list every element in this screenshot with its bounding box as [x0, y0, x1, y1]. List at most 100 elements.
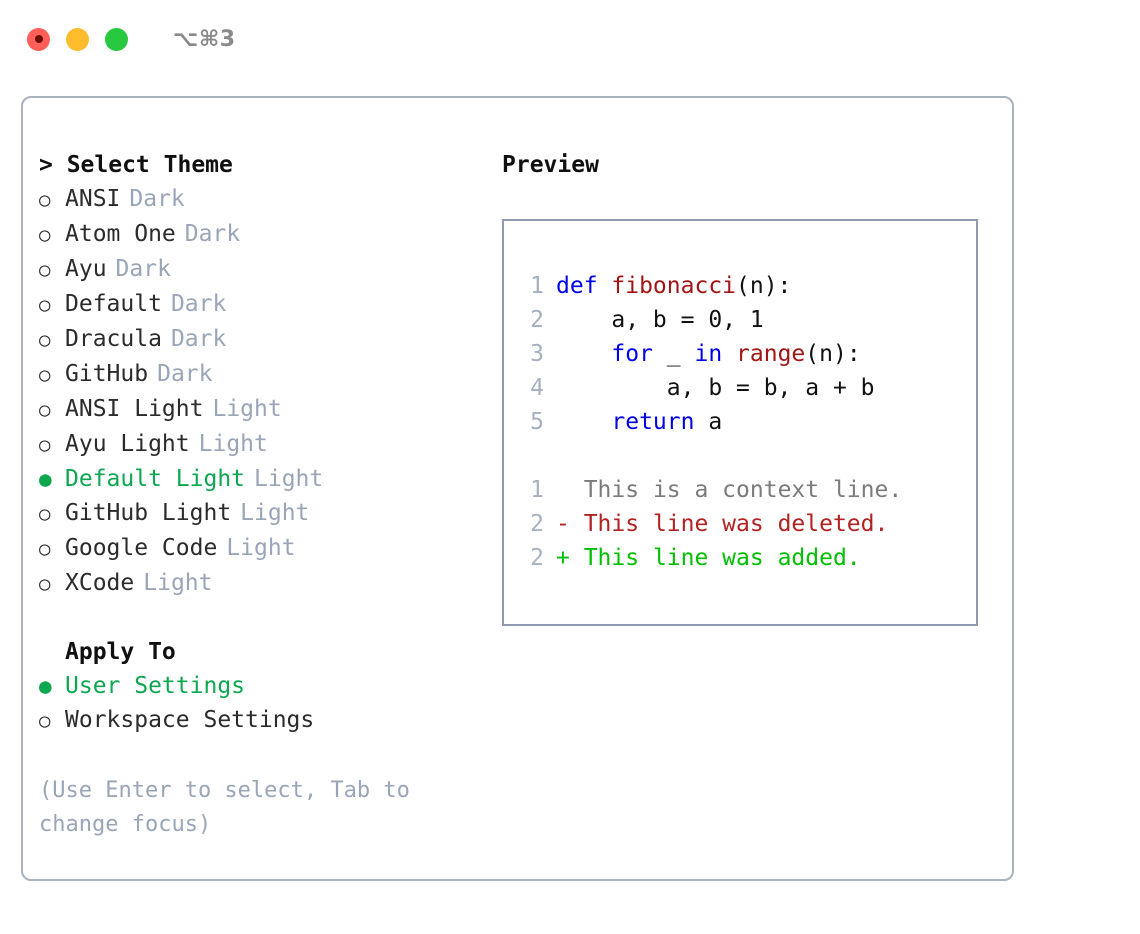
theme-variant-tag: Dark: [129, 186, 185, 212]
theme-variant-tag: Dark: [170, 326, 227, 352]
diff-line-number: 1: [530, 477, 544, 503]
code-line: 3 for _ in range(n):: [522, 337, 976, 371]
diff-line-text: This line was deleted.: [569, 511, 889, 537]
code-line-text: def fibonacci(n):: [556, 269, 791, 303]
theme-option-label: ANSI Light: [65, 396, 204, 422]
apply-to-option-user-settings[interactable]: ●User Settings: [39, 669, 479, 703]
diff-marker: [556, 473, 570, 507]
apply-to-list: ●User Settings ○ Workspace Settings: [39, 669, 479, 738]
radio-unselected-icon: ○: [39, 294, 51, 316]
diff-line-number: 2: [530, 511, 544, 537]
code-token-plain: a: [694, 409, 723, 435]
code-token-plain: [722, 341, 736, 367]
theme-option-ansi-light[interactable]: ○ ANSI Light Light: [39, 392, 479, 427]
code-token-kw: def: [556, 273, 612, 299]
code-token-plain: [556, 409, 611, 435]
code-line: 1 def fibonacci(n):: [522, 269, 976, 303]
code-line-number: 5: [530, 409, 544, 435]
radio-unselected-icon: ○: [39, 573, 51, 595]
theme-option-label: Ayu: [65, 256, 107, 282]
diff-marker: +: [556, 545, 570, 571]
theme-option-github-light[interactable]: ○ GitHub Light Light: [39, 496, 479, 531]
radio-unselected-icon: ○: [39, 503, 51, 525]
theme-option-label: GitHub Light: [65, 500, 232, 526]
theme-variant-tag: Light: [212, 396, 282, 422]
code-line: 5 return a: [522, 405, 976, 439]
code-token-plain: (n):: [736, 273, 792, 299]
keyboard-hint-text: (Use Enter to select, Tab to change focu…: [39, 778, 424, 837]
code-line-number: 1: [530, 273, 544, 299]
theme-variant-tag: Light: [254, 466, 324, 492]
theme-option-default-light[interactable]: ● Default Light Light: [39, 462, 479, 496]
theme-variant-tag: Light: [143, 570, 213, 596]
section-spacer: [39, 601, 479, 635]
theme-option-label: Default: [65, 291, 162, 317]
theme-variant-tag: Dark: [115, 256, 171, 282]
diff-line-del: 2- This line was deleted.: [522, 507, 976, 541]
diff-line-text: This line was added.: [569, 545, 861, 571]
code-token-plain: a, b = b, a + b: [556, 375, 875, 401]
theme-variant-tag: Dark: [157, 361, 213, 387]
code-token-fn: range: [736, 341, 806, 367]
code-blank-line: [522, 439, 976, 473]
diff-block: 1 This is a context line.2- This line wa…: [522, 473, 976, 575]
apply-to-option-workspace-settings[interactable]: ○ Workspace Settings: [39, 703, 479, 738]
code-line-number: 2: [530, 307, 544, 333]
radio-unselected-icon: ○: [39, 224, 51, 246]
radio-selected-icon: ●: [39, 467, 52, 491]
theme-option-label: Dracula: [65, 326, 162, 352]
apply-to-option-label: Workspace Settings: [65, 707, 315, 733]
radio-unselected-icon: ○: [39, 189, 51, 211]
code-token-kw: in: [694, 341, 723, 367]
diff-line-text: This is a context line.: [569, 477, 903, 503]
code-line: 2 a, b = 0, 1: [522, 303, 976, 337]
theme-option-dracula[interactable]: ○ Dracula Dark: [39, 322, 479, 357]
apply-to-header: Apply To: [65, 639, 176, 665]
code-token-plain: _: [652, 341, 695, 367]
code-line: 4 a, b = b, a + b: [522, 371, 976, 405]
theme-option-label: Atom One: [65, 221, 176, 247]
code-line-text: a, b = 0, 1: [556, 303, 763, 337]
code-line-number: 3: [530, 341, 544, 367]
radio-unselected-icon: ○: [39, 538, 51, 560]
code-line-number: 4: [530, 375, 544, 401]
radio-unselected-icon: ○: [39, 399, 51, 421]
theme-variant-tag: Light: [240, 500, 310, 526]
radio-unselected-icon: ○: [39, 710, 51, 732]
theme-option-label: Default Light: [65, 466, 246, 492]
code-token-plain: (n):: [805, 341, 861, 367]
minimize-button[interactable]: [66, 27, 89, 51]
theme-option-atom-one[interactable]: ○ Atom One Dark: [39, 217, 479, 252]
keyboard-shortcut-label: ⌥⌘3: [173, 26, 236, 52]
maximize-button[interactable]: [105, 27, 128, 51]
radio-unselected-icon: ○: [39, 329, 51, 351]
diff-line-number: 2: [530, 545, 544, 571]
code-line-text: a, b = b, a + b: [556, 371, 875, 405]
code-token-kw: return: [611, 409, 695, 435]
theme-option-label: GitHub: [65, 361, 149, 387]
select-theme-header: > Select Theme: [39, 152, 233, 178]
code-token-fn: fibonacci: [611, 273, 737, 299]
close-button[interactable]: [27, 27, 50, 51]
diff-line-add: 2 + This line was added.: [522, 541, 976, 575]
theme-variant-tag: Dark: [170, 291, 227, 317]
code-token-plain: [556, 341, 611, 367]
theme-variant-tag: Dark: [184, 221, 241, 247]
preview-title: Preview: [502, 152, 599, 178]
theme-option-default[interactable]: ○ Default Dark: [39, 287, 479, 322]
diff-line-ctx: 1 This is a context line.: [522, 473, 976, 507]
theme-option-label: Google Code: [65, 535, 218, 561]
code-token-kw: for: [611, 341, 653, 367]
